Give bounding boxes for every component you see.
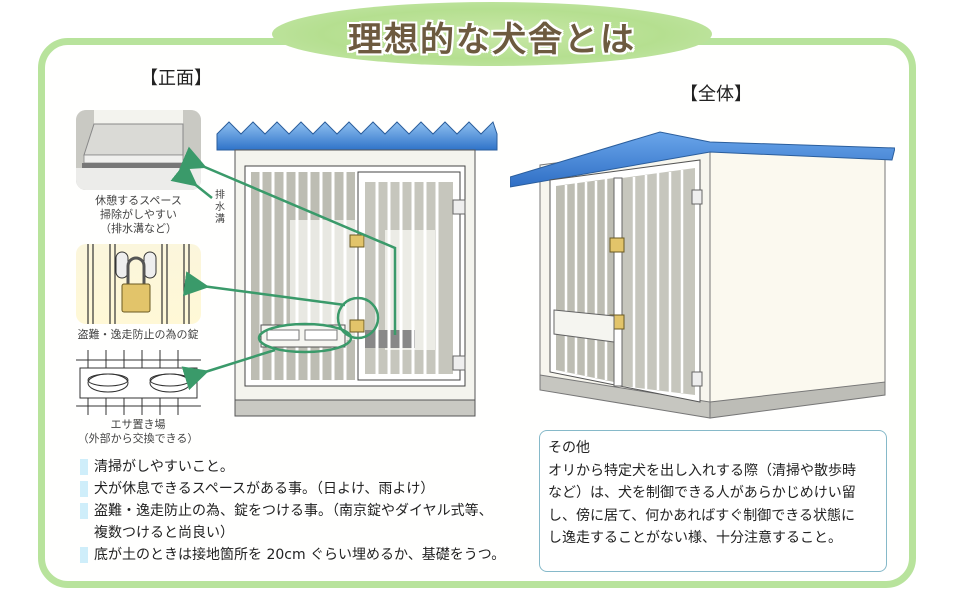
rest-space-caption: 休憩するスペース 掃除がしやすい （排水溝など）: [95, 194, 182, 235]
list-item: 犬が休息できるスペースがある事。（日よけ、雨よけ）: [80, 478, 540, 500]
list-item: 底が土のときは接地箇所を 20cm ぐらい埋めるか、基礎をうつ。: [80, 544, 540, 566]
lock-detail: [76, 244, 201, 324]
rest-space-illustration: [76, 110, 201, 190]
overall-view-label: 【全体】: [680, 84, 752, 105]
note-line: し、傍に居て、何かあればすぐ制御できる状態に: [548, 507, 856, 524]
overall-kennel-illustration: [510, 131, 895, 419]
other-notes-box: その他 オリから特定犬を出し入れする際（清掃や散歩時 など）は、犬を制御できる人…: [539, 430, 887, 572]
lock-caption: 盗難・逸走防止の為の錠: [77, 328, 199, 341]
drain-label: 排水溝: [215, 190, 225, 225]
front-view-label: 【正面】: [140, 68, 212, 89]
page-title: 理想的な犬舎とは: [348, 20, 636, 60]
note-line: オリから特定犬を出し入れする際（清掃や散歩時: [548, 462, 856, 479]
front-kennel-illustration: [216, 121, 498, 417]
note-heading: その他: [548, 440, 590, 456]
title-banner: [272, 2, 712, 66]
feeding-bowls-illustration: [76, 350, 201, 415]
padlock-illustration: [87, 244, 190, 324]
feeding-detail: [76, 350, 201, 415]
requirements-list: 清掃がしやすいこと。 犬が休息できるスペースがある事。（日よけ、雨よけ） 盗難・…: [80, 456, 540, 566]
note-line: し逸走することがない様、十分注意すること。: [548, 530, 842, 546]
feeding-caption: エサ置き場 （外部から交換できる）: [77, 418, 199, 445]
list-item: 盗難・逸走防止の為、錠をつける事。（南京錠やダイヤル式等、: [80, 500, 540, 522]
list-item: 清掃がしやすいこと。: [80, 456, 540, 478]
bullet-marker: [80, 503, 88, 519]
note-line: など）は、犬を制御できる人があらかじめけい留: [548, 485, 856, 501]
bullet-marker: [80, 481, 88, 497]
bullet-marker: [80, 547, 88, 563]
bullet-marker: [80, 459, 88, 475]
list-item-continuation: 複数つけると尚良い）: [94, 525, 234, 541]
